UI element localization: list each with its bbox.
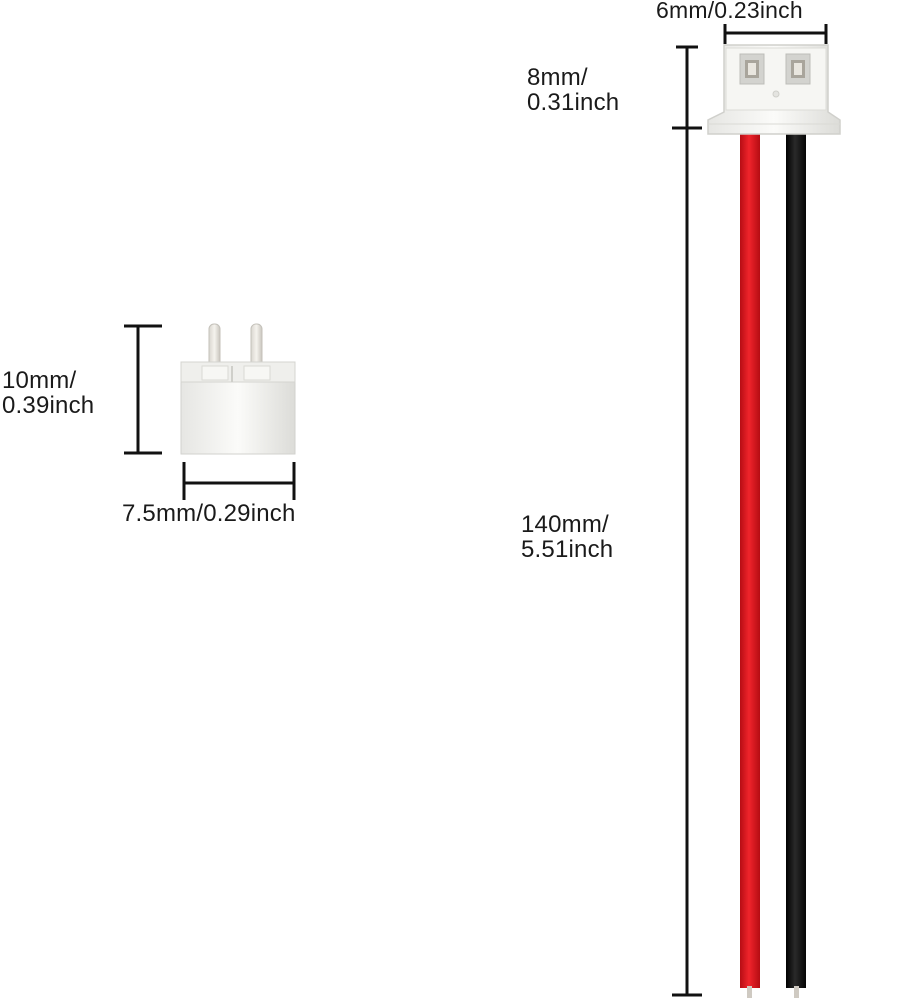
- pin-header-width-dimension: [182, 462, 296, 500]
- wire-length-text-mm: 140mm/: [521, 511, 609, 538]
- black-wire: [786, 128, 806, 998]
- wire-length-text-inch: 5.51inch: [521, 536, 614, 563]
- pin-header-height-text-inch: 0.39inch: [2, 392, 95, 419]
- pin-header-height-dimension: [124, 324, 162, 455]
- red-wire: [740, 128, 760, 998]
- header-width-dimension: [723, 24, 828, 44]
- header-height-text-inch: 0.31inch: [527, 89, 620, 116]
- pin-header-width-text: 7.5mm/0.29inch: [122, 500, 296, 527]
- header-height-dimension: [672, 45, 702, 130]
- header-height-label: 8mm/ 0.31inch: [527, 65, 619, 115]
- header-width-text: 6mm/0.23inch: [656, 0, 803, 23]
- pin-header-width-label: 7.5mm/0.29inch: [122, 501, 296, 526]
- wire-length-label: 140mm/ 5.51inch: [521, 512, 613, 562]
- pin-header-height-text-mm: 10mm/: [2, 367, 77, 394]
- header-height-text-mm: 8mm/: [527, 64, 588, 91]
- pin-header-connector: [180, 323, 296, 455]
- wire-length-dimension: [672, 128, 702, 997]
- header-width-label: 6mm/0.23inch: [656, 0, 803, 23]
- wire-connector-housing: [707, 44, 841, 135]
- pin-header-height-label: 10mm/ 0.39inch: [2, 368, 94, 418]
